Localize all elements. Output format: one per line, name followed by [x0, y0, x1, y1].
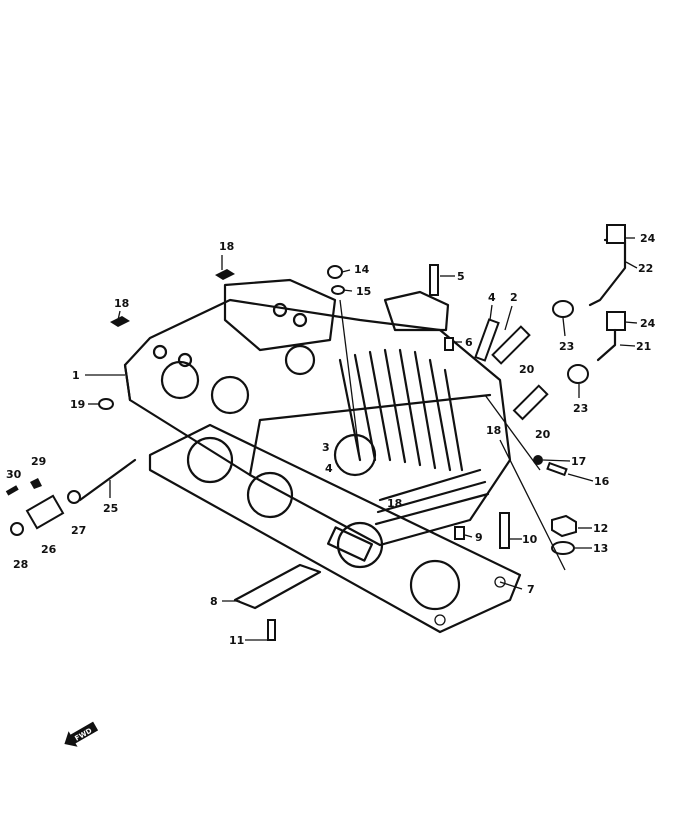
callout-18b: 18 — [114, 297, 129, 310]
callout-25: 25 — [103, 502, 118, 515]
callout-19: 19 — [70, 398, 85, 411]
callout-22: 22 — [638, 262, 653, 275]
callout-23b: 23 — [573, 402, 588, 415]
callout-7: 7 — [527, 583, 535, 596]
callout-9: 9 — [475, 531, 483, 544]
small-parts — [5, 224, 627, 641]
forward-arrow-icon: FWD — [64, 721, 99, 747]
callout-15: 15 — [356, 285, 371, 298]
callout-27: 27 — [71, 524, 86, 537]
callout-20b: 20 — [535, 428, 551, 441]
callout-13: 13 — [593, 542, 608, 555]
callout-12: 12 — [593, 522, 608, 535]
callout-17: 17 — [571, 455, 586, 468]
head-gasket — [148, 423, 522, 634]
callout-18d: 18 — [387, 497, 402, 510]
callout-24a: 24 — [640, 232, 656, 245]
callout-24b: 24 — [640, 317, 656, 330]
callout-28: 28 — [13, 558, 28, 571]
forward-arrow-label: FWD — [74, 727, 94, 743]
callout-2: 2 — [510, 291, 518, 304]
callout-18c: 18 — [486, 424, 501, 437]
callout-4b: 4 — [325, 462, 333, 475]
cylinder-head — [123, 278, 512, 547]
callout-8: 8 — [210, 595, 218, 608]
callout-16: 16 — [594, 475, 610, 488]
leader-lines — [85, 237, 638, 641]
callout-23a: 23 — [559, 340, 574, 353]
callout-5: 5 — [457, 270, 465, 283]
callout-21: 21 — [636, 340, 651, 353]
callout-3: 3 — [322, 441, 330, 454]
callout-29: 29 — [31, 455, 46, 468]
gasket-strip — [233, 563, 322, 610]
callout-14: 14 — [354, 263, 370, 276]
callout-20a: 20 — [519, 363, 535, 376]
callout-18a: 18 — [219, 240, 234, 253]
callout-30: 30 — [6, 468, 22, 481]
callout-10: 10 — [522, 533, 538, 546]
callout-1: 1 — [72, 369, 80, 382]
callout-11: 11 — [229, 634, 244, 647]
callout-26: 26 — [41, 543, 57, 556]
callout-6: 6 — [465, 336, 473, 349]
callout-labels: 1 2 3 4 4 5 6 7 8 9 10 11 12 13 14 15 16… — [6, 232, 656, 647]
callout-4: 4 — [488, 291, 496, 304]
